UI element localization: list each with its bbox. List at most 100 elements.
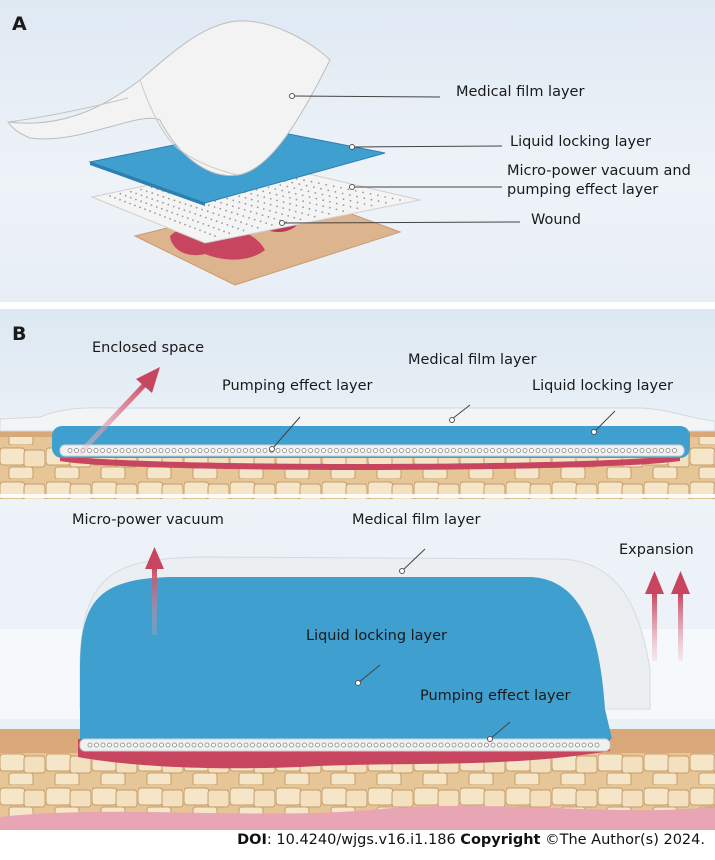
pump-pore: [626, 448, 632, 453]
pump-pore: [119, 448, 125, 453]
pump-pore: [356, 195, 358, 198]
pump-pore: [535, 448, 541, 453]
pump-pore: [349, 205, 352, 208]
pump-pore: [328, 195, 331, 197]
pumping-dots-bottom: [87, 742, 600, 748]
pump-pore: [74, 448, 79, 453]
pumping-dots-top: [67, 448, 677, 453]
pump-pore: [256, 742, 262, 748]
pump-pore: [294, 192, 297, 195]
pump-pore: [165, 742, 171, 748]
panel-b-label: B: [12, 323, 27, 345]
pump-pore: [178, 207, 181, 210]
pump-pore: [120, 742, 125, 748]
pump-pore: [263, 742, 268, 748]
pump-pore: [171, 211, 174, 214]
pump-pore: [204, 742, 210, 748]
label-enclosed-space: Enclosed space: [92, 340, 205, 356]
pump-pore: [294, 210, 297, 213]
pump-pore: [212, 226, 215, 229]
pump-pore: [613, 448, 619, 453]
pump-pore: [146, 196, 148, 199]
pump-pore: [237, 227, 240, 230]
pump-pore: [561, 448, 567, 453]
pump-pore: [464, 448, 469, 453]
pump-pore: [360, 448, 365, 453]
pump-pore: [295, 448, 300, 453]
pump-pore: [186, 217, 189, 220]
pump-pore: [431, 448, 437, 453]
pump-pore: [172, 205, 175, 208]
pump-pore: [124, 194, 127, 197]
pump-pore: [379, 448, 385, 453]
pump-pore: [289, 742, 294, 748]
pump-pore: [607, 448, 612, 453]
pump-pore: [340, 186, 342, 189]
pump-pore: [158, 448, 164, 453]
pump-pore: [399, 448, 404, 453]
pump-pore: [458, 742, 463, 748]
doi-value: : 10.4240/wjgs.v16.i1.186: [266, 832, 461, 848]
pump-pore: [406, 742, 411, 748]
pump-pore: [181, 215, 184, 218]
pump-pore: [184, 448, 190, 453]
pump-pore: [124, 200, 126, 203]
pump-pore: [273, 217, 276, 220]
pump-pore: [289, 197, 291, 199]
pump-pore: [150, 204, 153, 207]
pump-pore: [301, 194, 304, 197]
pump-pore: [282, 207, 285, 210]
pump-pore: [295, 198, 298, 201]
pump-pore: [225, 209, 228, 212]
pump-pore: [313, 215, 316, 218]
expansion-arrow-1-head: [645, 571, 664, 594]
pump-pore: [353, 448, 359, 453]
pump-pore: [87, 448, 92, 453]
pump-pore: [191, 742, 197, 748]
pump-pore: [263, 202, 266, 204]
pump-pore: [265, 222, 268, 225]
pump-pore: [369, 193, 372, 195]
pump-pore: [129, 202, 131, 205]
pump-pore: [178, 742, 184, 748]
pump-pore: [445, 742, 450, 748]
label-expansion: Expansion: [619, 542, 694, 558]
pump-pore: [281, 213, 283, 216]
pump-pore: [243, 208, 246, 211]
doi-label: DOI: [237, 832, 267, 848]
pump-pore: [262, 190, 265, 193]
pump-pore: [282, 742, 288, 748]
medical-film-curl: [7, 97, 129, 123]
pump-pore: [256, 448, 261, 453]
pump-pore: [308, 742, 314, 748]
pump-pore: [162, 201, 164, 204]
pump-pore: [214, 235, 216, 237]
pump-pore: [269, 192, 271, 194]
pump-pore: [119, 192, 122, 195]
label-micro-power-2: pumping effect layer: [507, 182, 659, 198]
pump-pore: [529, 448, 534, 453]
pump-pore: [322, 199, 325, 202]
pump-pore: [172, 742, 177, 748]
sub-panel-divider: [0, 494, 715, 498]
pump-pore: [234, 219, 237, 222]
pump-pore: [464, 742, 470, 748]
panel-a-label: A: [12, 13, 27, 35]
pump-pore: [152, 448, 157, 453]
pump-pore: [113, 742, 119, 748]
enclosed-space-arrow-head: [136, 367, 160, 393]
pump-pore: [384, 196, 387, 198]
pump-pore: [261, 214, 264, 217]
pump-pore: [327, 448, 333, 453]
pump-pore: [588, 742, 593, 748]
label-liquid-locking-top: Liquid locking layer: [532, 378, 674, 394]
pump-pore: [516, 742, 522, 748]
pump-pore: [166, 209, 168, 212]
pump-pore: [568, 448, 573, 453]
pump-pore: [327, 212, 330, 215]
pump-pore: [204, 448, 209, 453]
pump-pore: [536, 742, 541, 748]
pump-pore: [342, 204, 345, 207]
leader-lines-top: [271, 404, 616, 450]
pump-pore: [134, 204, 136, 207]
